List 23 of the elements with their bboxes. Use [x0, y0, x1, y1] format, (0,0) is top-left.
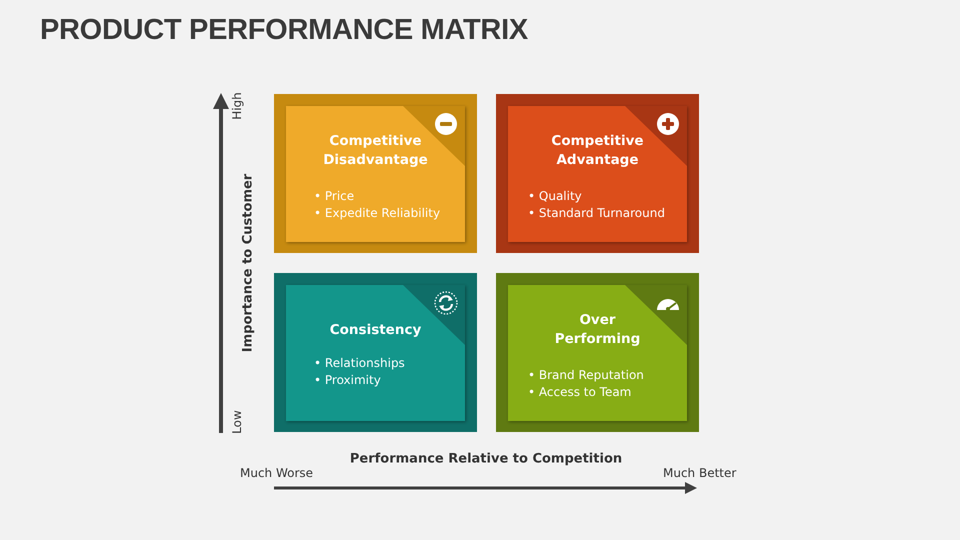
title: PRODUCT PERFORMANCE MATRIX: [40, 14, 528, 47]
list-item: • Proximity: [314, 372, 382, 389]
quadrant-heading: Competitive Disadvantage: [322, 132, 429, 170]
list-item: • Access to Team: [528, 384, 632, 401]
axis-end-label: Much Better: [663, 466, 736, 480]
quadrant-box: [496, 273, 699, 432]
axis-title: Importance to Customer: [240, 174, 256, 352]
list-item: • Standard Turnaround: [528, 205, 665, 222]
quadrant-heading: Over Performing: [554, 311, 642, 349]
quadrant-heading: Consistency: [328, 321, 422, 340]
quadrant-box: [274, 273, 477, 432]
axis-end-label: High: [230, 92, 244, 120]
axis-end-label: Much Worse: [240, 466, 314, 480]
axis-title: Performance Relative to Competition: [350, 452, 622, 466]
quadrant-box: [274, 94, 477, 253]
axis-end-label: Low: [230, 410, 244, 434]
list-item: • Price: [314, 188, 356, 205]
list-item: • Relationships: [314, 355, 405, 372]
quadrant-heading: Competitive Advantage: [550, 132, 645, 170]
quadrant-box: [496, 94, 699, 253]
list-item: • Expedite Reliability: [314, 205, 440, 222]
list-item: • Quality: [528, 188, 583, 205]
list-item: • Brand Reputation: [528, 367, 644, 384]
